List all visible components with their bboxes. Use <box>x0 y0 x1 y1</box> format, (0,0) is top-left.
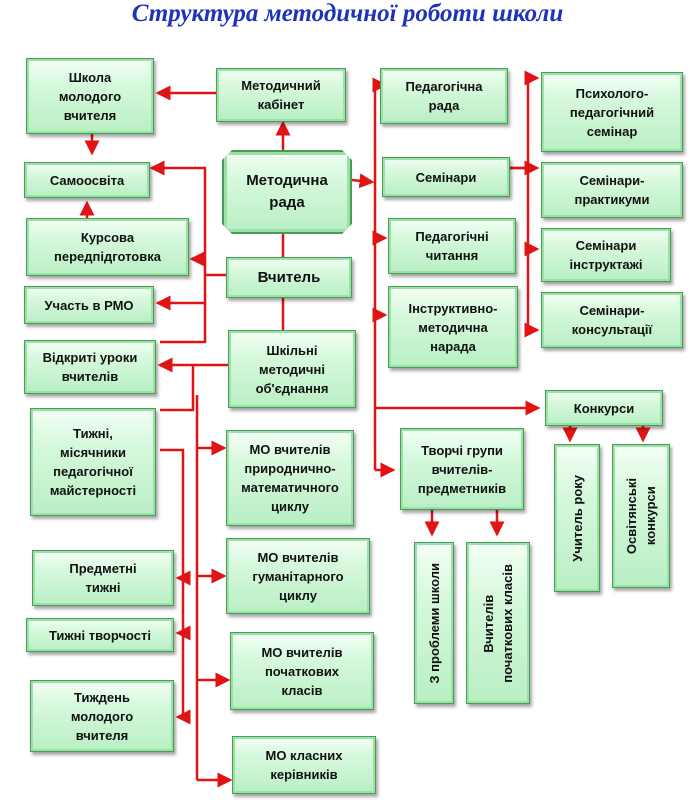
node-mo-humanitarnoho: МО вчителів гуманітарного циклу <box>226 538 370 614</box>
node-tyzhni-tvorchosti: Тижні творчості <box>26 618 174 652</box>
node-kursova: Курсова передпідготовка <box>26 218 189 276</box>
node-instruktyvno-narada: Інструктивно- методична нарада <box>388 286 518 368</box>
node-seminary-konsultatsii: Семінари- консультації <box>541 292 683 348</box>
node-metodychna-rada: Методична рада <box>222 150 352 234</box>
node-vidkryti-uroky: Відкриті уроки вчителів <box>24 340 156 394</box>
node-vchytel: Вчитель <box>226 257 352 298</box>
node-shkola-molodogo-vchytelia: Школа молодого вчителя <box>26 58 154 134</box>
left-trunk <box>149 160 226 277</box>
node-konkursy: Конкурси <box>545 390 663 426</box>
node-pedahohichna-rada: Педагогічна рада <box>380 68 508 124</box>
node-psykholoho-seminar: Психолого- педагогічний семінар <box>541 72 683 152</box>
node-seminary-instruktazhi: Семінари інструктажі <box>541 228 671 282</box>
node-predmetni-tyzhni: Предметні тижні <box>32 550 174 606</box>
arrow-to-seminary <box>351 173 375 189</box>
node-pedahohichni-chytannia: Педагогічні читання <box>388 218 516 274</box>
node-shkilni-mo: Шкільні методичні об'єднання <box>228 330 356 408</box>
node-osvitianski-konkursy: Освітянські конкурси <box>612 444 670 588</box>
node-mo-klasnykh: МО класних керівників <box>232 736 376 794</box>
node-vchytel-roku: Учитель року <box>554 444 600 592</box>
node-mo-pochatkovykh: МО вчителів початкових класів <box>230 632 374 710</box>
node-tvorchi-hrupy: Творчі групи вчителів- предметників <box>400 428 524 510</box>
node-uchast-rmo: Участь в РМО <box>24 286 154 324</box>
node-z-problemy-shkoly: З проблеми школи <box>414 542 454 704</box>
node-mo-pryrodnycho: МО вчителів природнично- математичного ц… <box>226 430 354 526</box>
node-samoosvita: Самоосвіта <box>24 162 150 198</box>
trunk-to-vidkryti <box>160 275 207 344</box>
node-seminary: Семінари <box>382 157 510 197</box>
node-vchyteliv-pochatkovykh: Вчителів початкових класів <box>466 542 530 704</box>
arrow-to-psykholoh <box>524 70 540 168</box>
node-seminary-praktykumy: Семінари- практикуми <box>541 162 683 218</box>
node-tyzhden-molodoho: Тиждень молодого вчителя <box>30 680 174 752</box>
node-metodychnyi-kabinet: Методичний кабінет <box>216 68 346 122</box>
line-to-tyzhni <box>160 365 195 412</box>
node-tyzhni-misiachnyky: Тижні, місячники педагогічної майстернос… <box>30 408 156 516</box>
diagram-title: Структура методичної роботи школи <box>131 0 564 27</box>
